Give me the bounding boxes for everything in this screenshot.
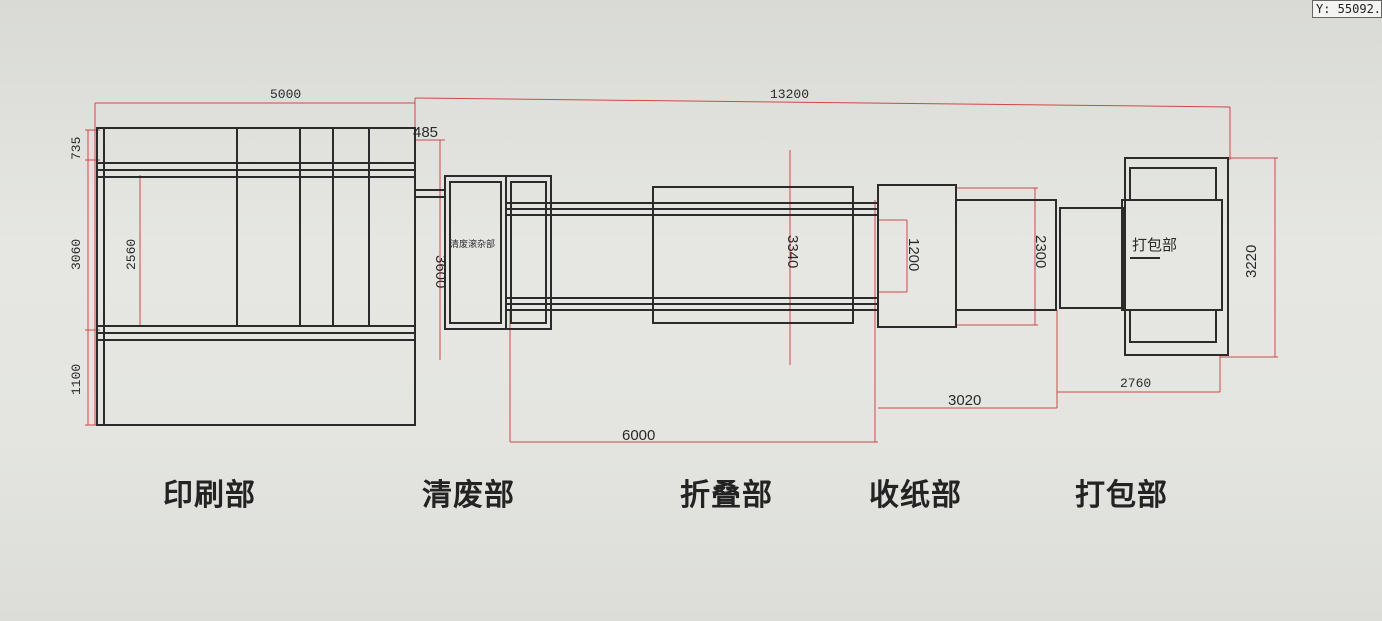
dim-print-width: 5000 bbox=[270, 87, 301, 102]
printing-frame bbox=[96, 127, 416, 426]
dim-collect-length: 3020 bbox=[948, 392, 981, 409]
dimension-labels: 5000 13200 485 735 3060 2560 1100 3600 3… bbox=[69, 87, 1260, 444]
dim-gap: 485 bbox=[413, 124, 438, 141]
dim-print-top-band: 735 bbox=[69, 137, 84, 160]
dim-print-inner: 2560 bbox=[124, 239, 139, 270]
section-label-packing: 打包部 bbox=[1075, 478, 1168, 513]
section-label-printing: 印刷部 bbox=[163, 478, 256, 513]
dim-clean-height: 3600 bbox=[432, 255, 449, 288]
dim-collect-2: 2300 bbox=[1032, 235, 1049, 268]
clean-small-label: 清废滚杂部 bbox=[450, 238, 495, 250]
dim-total-length: 13200 bbox=[770, 87, 809, 102]
dim-pack-height: 3220 bbox=[1243, 245, 1260, 278]
section-label-cleaning: 清废部 bbox=[422, 478, 515, 513]
dim-pack-width: 2760 bbox=[1120, 376, 1151, 391]
collecting-extension bbox=[955, 199, 1057, 311]
section-label-collecting: 收纸部 bbox=[869, 478, 962, 513]
pack-small-label: 打包部 bbox=[1132, 236, 1177, 254]
dim-collect-1: 1200 bbox=[905, 238, 922, 271]
section-label-folding: 折叠部 bbox=[680, 478, 773, 513]
dim-print-bottom-band: 1100 bbox=[69, 364, 84, 395]
dim-fold-height: 3340 bbox=[784, 235, 801, 268]
packing-frame bbox=[1124, 157, 1229, 356]
machine-outlines bbox=[96, 127, 1229, 426]
coordinate-readout: Y: 55092. bbox=[1312, 0, 1382, 18]
dim-print-height: 3060 bbox=[69, 239, 84, 270]
folding-frame bbox=[652, 186, 854, 324]
dimension-lines bbox=[85, 97, 1278, 443]
dim-fold-length: 6000 bbox=[622, 427, 655, 444]
cleaning-frame-right bbox=[505, 175, 552, 330]
cleaning-frame-left bbox=[444, 175, 507, 330]
